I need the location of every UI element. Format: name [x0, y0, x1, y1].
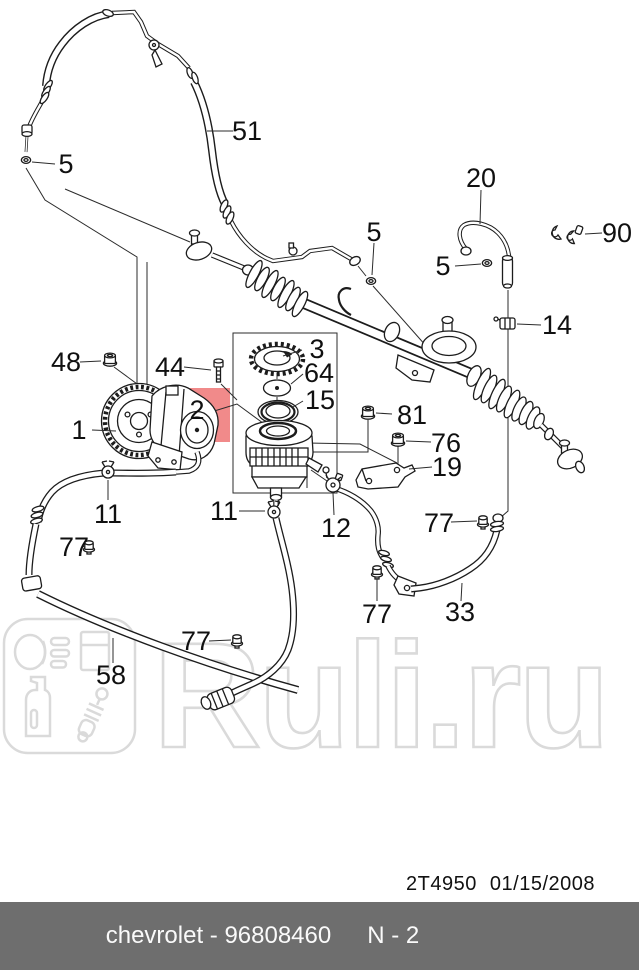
- parts-diagram-canvas: Ruli.ru: [2, 8, 632, 780]
- part-label-33: 33: [445, 597, 475, 627]
- return-pipe-20-drawing: [457, 220, 516, 330]
- footer-page-number: N - 2: [367, 922, 420, 949]
- bolt-77-icon: [476, 515, 490, 530]
- bellows-left: [245, 259, 309, 318]
- seal-washer-5-icon: [481, 258, 493, 268]
- seal-washer-5-icon: [365, 276, 377, 286]
- clamp-14-icon: [493, 316, 516, 330]
- clamp-12-icon: [325, 472, 344, 493]
- nut-48-icon: [102, 352, 118, 367]
- supply-hose-12-drawing: [333, 485, 417, 597]
- footer-brand-part-number: chevrolet - 96808460: [105, 922, 332, 949]
- label-leader-lines: [31, 130, 603, 663]
- part-label-11: 11: [210, 496, 238, 526]
- battery-icon: [79, 630, 111, 672]
- strainer-15: [257, 399, 299, 425]
- ruli-logo-box: [2, 617, 137, 755]
- reservoir-spigot: [305, 457, 323, 473]
- oil-canister-icon: [24, 675, 52, 738]
- clip-90-icons: [550, 224, 584, 245]
- footer-bar: chevrolet - 96808460 N - 2: [0, 902, 639, 970]
- part-label-15: 15: [305, 385, 335, 415]
- part-label-77: 77: [424, 508, 454, 538]
- shock-absorber-icon: [77, 687, 109, 743]
- footer-content: chevrolet - 96808460 N - 2: [106, 922, 420, 950]
- part-label-12: 12: [321, 513, 351, 543]
- clamp-11-icon: [101, 460, 115, 479]
- cap-seal-64: [262, 379, 292, 397]
- diagram-code: 2T4950: [406, 873, 477, 895]
- pipe-clamp-icon: [148, 39, 160, 51]
- group-box: [232, 332, 338, 494]
- steering-rack-drawing: [185, 229, 586, 474]
- bolt-77-icon: [230, 634, 244, 649]
- part-labels: 51 5 20 90 5 5 14 48 44 3 64 15 2 1 81 7…: [51, 116, 632, 690]
- headlight-icon: [13, 633, 71, 671]
- part-label-5: 5: [58, 149, 73, 179]
- part-label-20: 20: [466, 163, 496, 193]
- pressure-hose-51-drawing: [21, 8, 361, 267]
- seal-washer-5-icon: [20, 155, 32, 165]
- bellows-right: [472, 367, 541, 430]
- part-label-48: 48: [51, 347, 81, 377]
- part-label-76: 76: [431, 428, 461, 458]
- part-label-1: 1: [71, 415, 86, 445]
- part-label-3: 3: [309, 334, 324, 364]
- part-label-77: 77: [59, 532, 89, 562]
- fasteners: [20, 155, 493, 649]
- tie-rod-end-left: [185, 241, 213, 261]
- part-label-81: 81: [397, 400, 427, 430]
- return-hose-33-drawing: [410, 513, 505, 593]
- part-label-5: 5: [435, 251, 450, 281]
- part-label-5: 5: [366, 217, 381, 247]
- part-label-14: 14: [542, 310, 572, 340]
- document-meta: 2T4950 01/15/2008: [406, 873, 595, 896]
- ruli-watermark: Ruli.ru: [2, 610, 611, 780]
- part-label-77: 77: [362, 599, 392, 629]
- reservoir-cap-3: [248, 341, 306, 377]
- power-steering-pump-drawing: [100, 382, 219, 471]
- part-label-44: 44: [155, 352, 185, 382]
- part-label-90: 90: [602, 218, 632, 248]
- part-label-11: 11: [94, 499, 122, 529]
- part-label-58: 58: [96, 660, 126, 690]
- part-label-77: 77: [181, 626, 211, 656]
- bracket-19-drawing: [355, 462, 416, 490]
- bolt-44-icon: [213, 358, 224, 383]
- diagram-date: 01/15/2008: [489, 873, 595, 895]
- part-label-19: 19: [432, 452, 462, 482]
- part-label-64: 64: [304, 358, 334, 388]
- bolt-77-icon: [370, 565, 384, 580]
- reservoir-group-drawing: [232, 332, 338, 502]
- part-label-2-highlighted: 2: [189, 395, 204, 425]
- part-label-51: 51: [232, 116, 262, 146]
- nut-81-icon: [360, 405, 376, 420]
- reservoir-body: [245, 419, 330, 502]
- nut-76-icon: [390, 432, 406, 447]
